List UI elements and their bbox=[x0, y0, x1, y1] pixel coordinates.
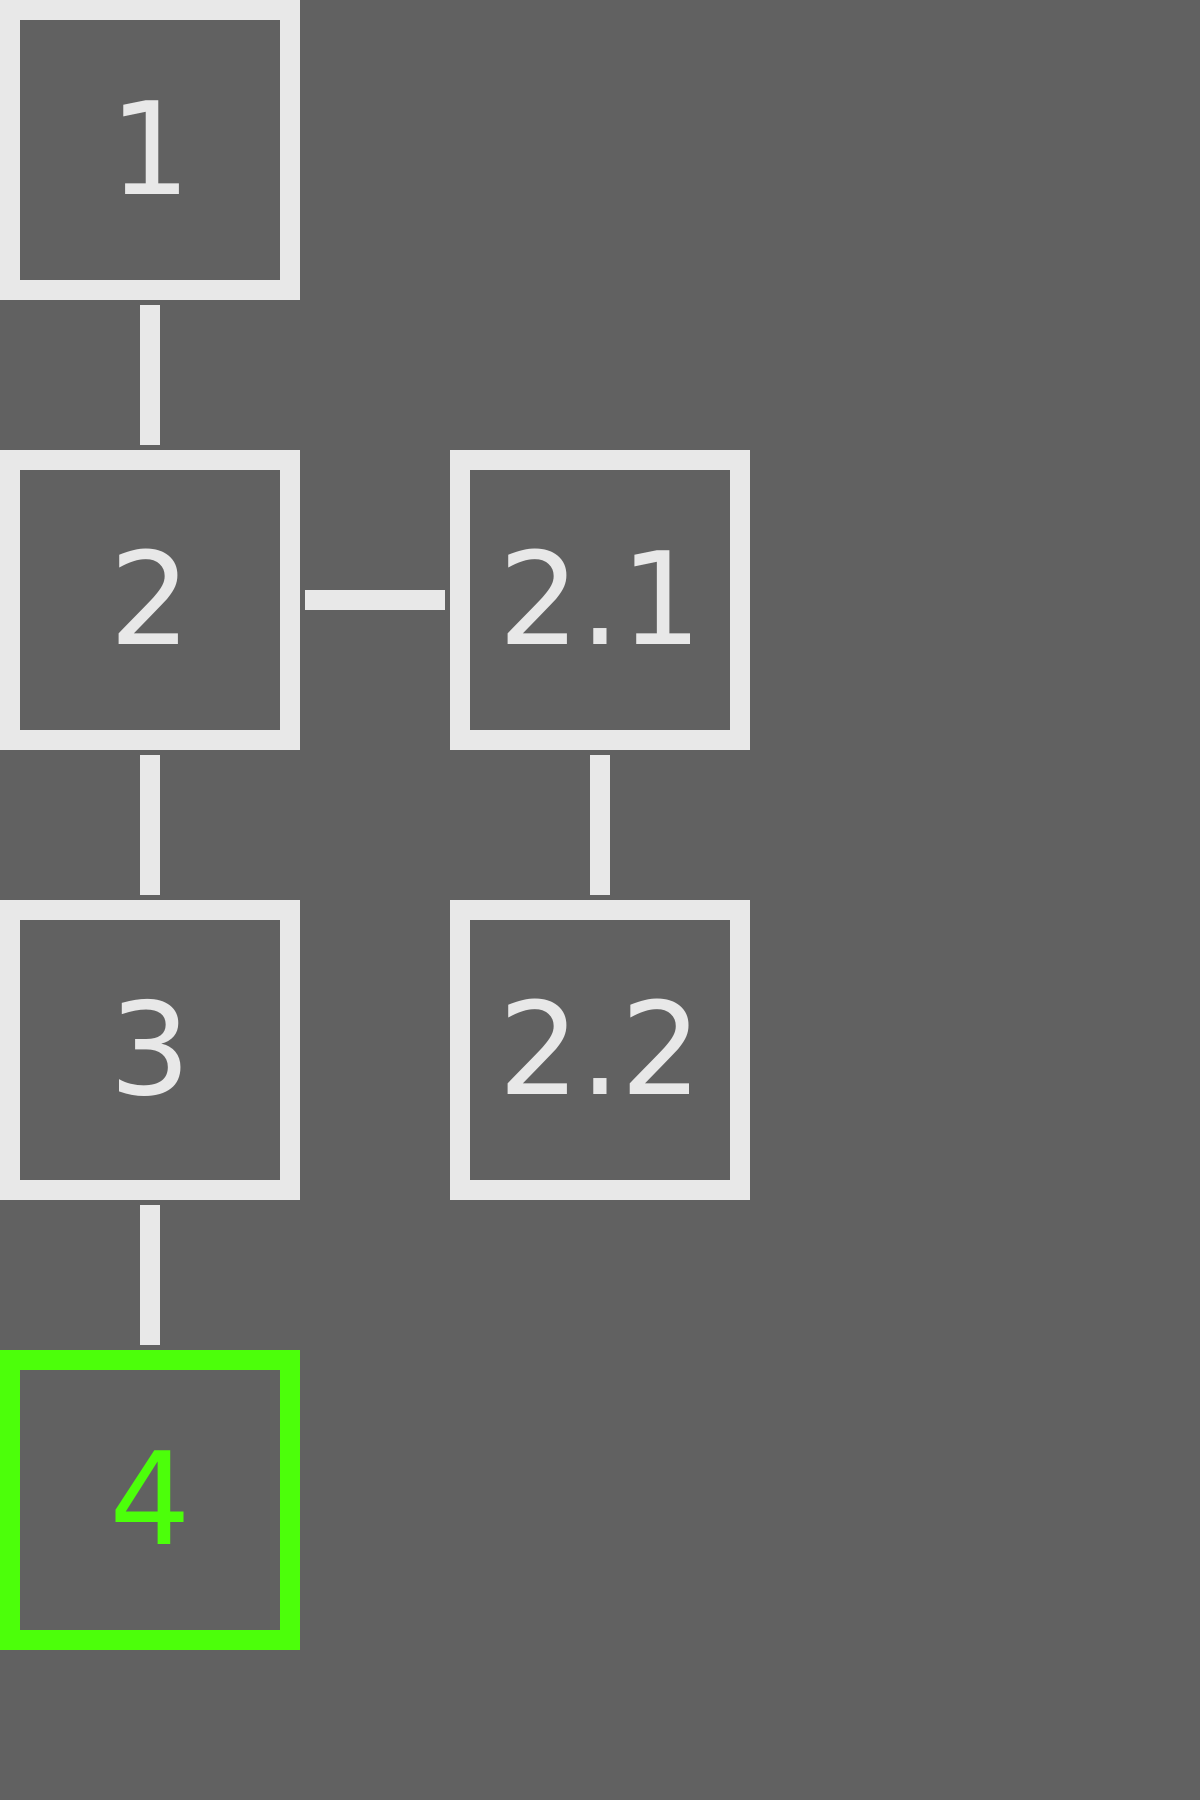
node-3[interactable]: 3 bbox=[0, 900, 300, 1200]
connector-1-2 bbox=[140, 305, 160, 445]
connector-2.1-2.2 bbox=[590, 755, 610, 895]
node-1[interactable]: 1 bbox=[0, 0, 300, 300]
connector-3-4 bbox=[140, 1205, 160, 1345]
node-label: 2 bbox=[109, 525, 191, 675]
node-2-1[interactable]: 2.1 bbox=[450, 450, 750, 750]
node-label: 2.2 bbox=[498, 975, 702, 1125]
node-label: 1 bbox=[109, 75, 191, 225]
node-label: 3 bbox=[109, 975, 191, 1125]
node-2[interactable]: 2 bbox=[0, 450, 300, 750]
connector-2-2.1 bbox=[305, 590, 445, 610]
node-4-selected[interactable]: 4 bbox=[0, 1350, 300, 1650]
connector-2-3 bbox=[140, 755, 160, 895]
node-label: 4 bbox=[109, 1425, 191, 1575]
node-2-2[interactable]: 2.2 bbox=[450, 900, 750, 1200]
node-label: 2.1 bbox=[498, 525, 702, 675]
